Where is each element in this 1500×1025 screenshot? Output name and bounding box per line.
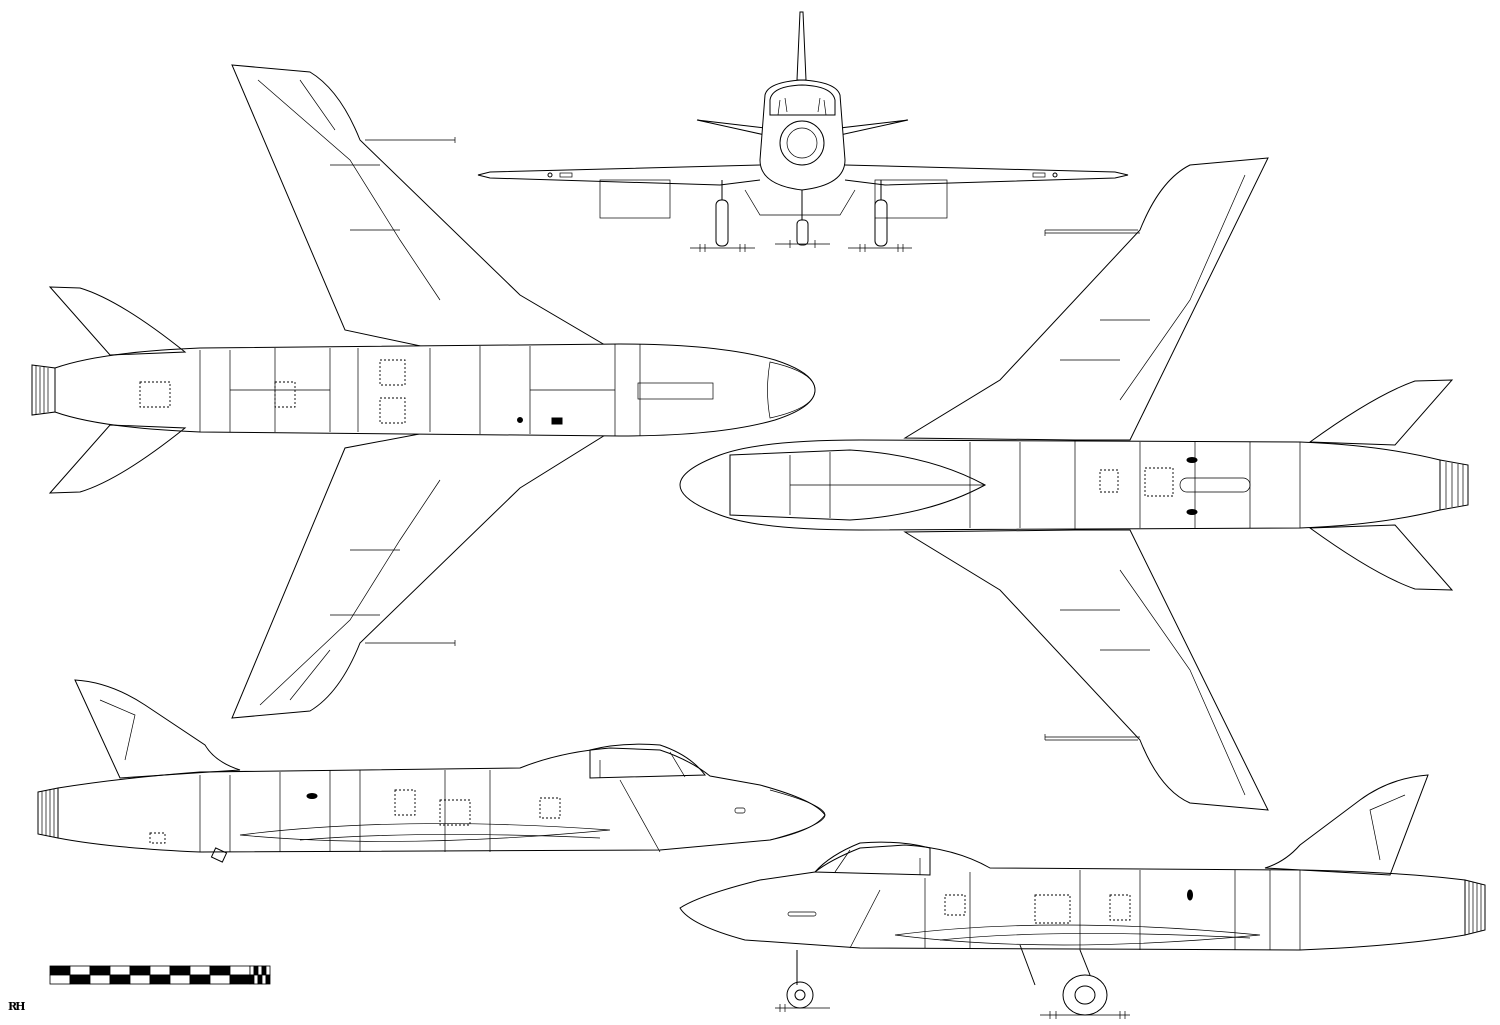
scale-bar-fine-segment xyxy=(265,965,271,976)
top-view xyxy=(31,64,816,719)
scale-bar-segment xyxy=(49,965,71,976)
scale-bar-fine-segment xyxy=(261,974,267,985)
side-view-right-fin xyxy=(1264,774,1429,876)
side-view-right-nose-gear xyxy=(786,950,814,1009)
scale-bar-segment xyxy=(89,974,111,985)
scale-bar-fine-segment xyxy=(249,965,255,976)
side-view-left-jetpipe xyxy=(37,787,59,839)
front-view-gear-right xyxy=(874,199,888,247)
front-view xyxy=(477,11,1129,252)
side-view-left-fin xyxy=(74,679,241,779)
scale-bar-segment xyxy=(189,965,211,976)
scale-bar-segment xyxy=(89,965,111,976)
front-view-nose-gear xyxy=(796,219,809,246)
front-view-canopy xyxy=(769,84,836,116)
side-view-right xyxy=(679,774,1486,1019)
top-view-fuselage xyxy=(54,343,816,437)
scale-bar-fine-segment xyxy=(261,965,267,976)
front-view-gear-left xyxy=(715,199,729,247)
side-view-left xyxy=(37,679,826,863)
bottom-view-tail-lower xyxy=(1308,524,1454,591)
scale-bar-segment xyxy=(229,974,251,985)
scale-bar-segment xyxy=(229,965,251,976)
scale-bar-segment xyxy=(109,974,131,985)
scale-bar-segment xyxy=(109,965,131,976)
side-view-right-jetpipe xyxy=(1464,879,1486,936)
bottom-view-jetpipe xyxy=(1439,459,1469,511)
scale-bar-segment xyxy=(189,974,211,985)
scale-bar-segment xyxy=(209,974,231,985)
front-view-tailplane-left xyxy=(696,119,766,136)
bottom-view-wing-upper xyxy=(903,157,1269,441)
scale-bar-segment xyxy=(149,965,171,976)
scale-bar-fine-segment xyxy=(257,974,263,985)
top-view-tail-upper xyxy=(48,286,187,356)
side-view-right-canopy xyxy=(813,841,931,876)
scale-bar xyxy=(49,965,271,985)
scale-bar-segment xyxy=(129,965,151,976)
scale-bar-segment xyxy=(129,974,151,985)
side-view-right-main-gear xyxy=(1019,944,1108,1016)
side-view-right-fuselage xyxy=(679,844,1466,951)
front-view-fin xyxy=(796,11,807,81)
front-view-wing-left xyxy=(477,164,761,186)
scale-bar-fine-segment xyxy=(249,974,255,985)
scale-bar-fine-segment xyxy=(253,965,259,976)
scale-bar-segment xyxy=(149,974,171,985)
top-view-jetpipe xyxy=(31,364,56,416)
scale-bar-segment xyxy=(169,965,191,976)
author-signature: RH xyxy=(8,1000,25,1013)
front-view-wing-right xyxy=(844,164,1129,186)
front-view-tailplane-right xyxy=(839,119,909,136)
scale-bar-fine-segment xyxy=(257,965,263,976)
scale-bar-fine-segment xyxy=(265,974,271,985)
scale-bar-segment xyxy=(169,974,191,985)
bottom-view-wing-lower xyxy=(903,529,1269,811)
top-view-nose-cone xyxy=(767,361,816,419)
bottom-view-tail-upper xyxy=(1308,379,1454,446)
front-view-fuselage xyxy=(759,79,846,191)
top-view-tail-lower xyxy=(48,424,187,494)
side-view-left-canopy xyxy=(589,743,706,779)
bottom-view xyxy=(679,157,1469,811)
scale-bar-segment xyxy=(49,974,71,985)
top-view-wing-upper xyxy=(231,64,612,349)
scale-bar-segment xyxy=(69,965,91,976)
scale-bar-segment xyxy=(69,974,91,985)
scale-bar-segment xyxy=(209,965,231,976)
scale-bar-fine-segment xyxy=(253,974,259,985)
front-view-intake xyxy=(779,120,825,166)
top-view-wing-lower xyxy=(231,431,612,719)
